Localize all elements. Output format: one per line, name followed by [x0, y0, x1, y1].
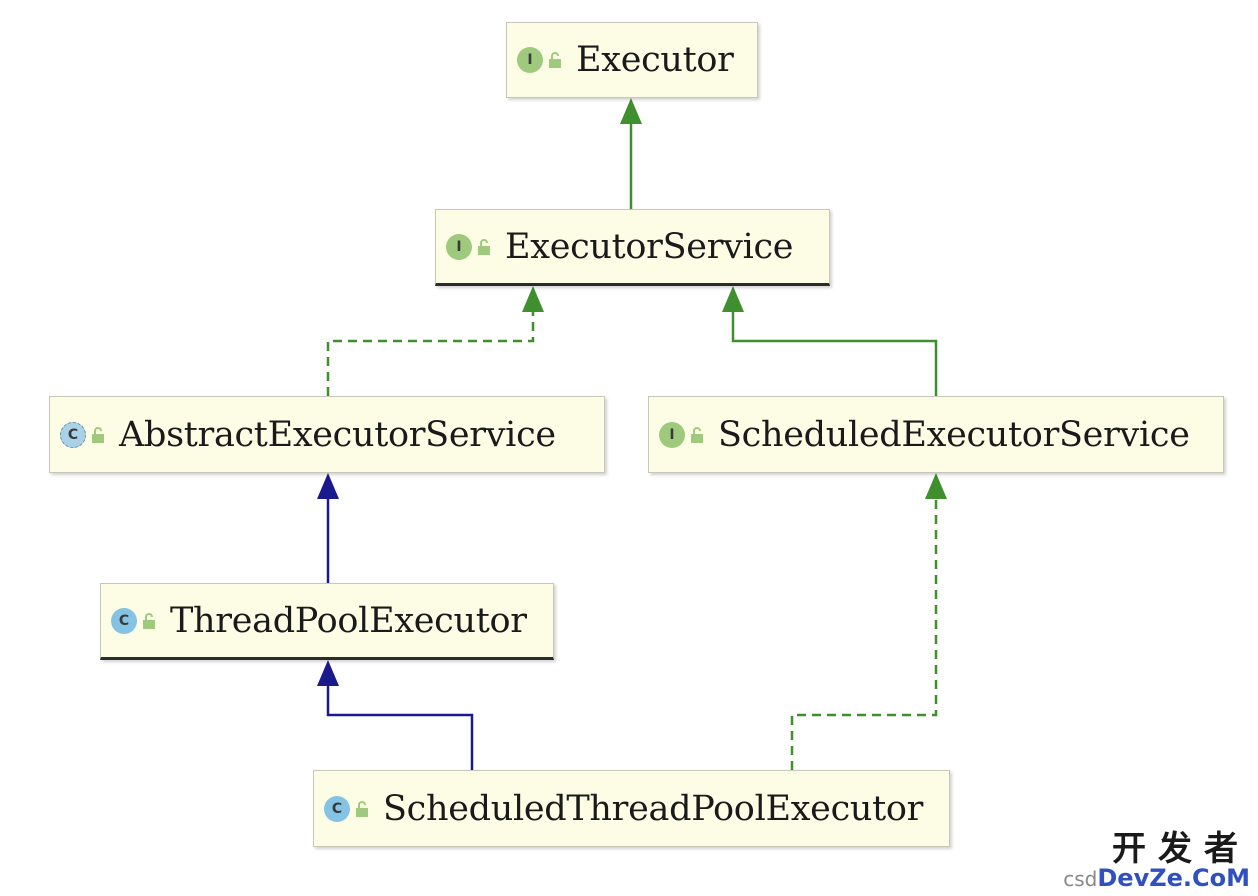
- node-executor-service[interactable]: I ExecutorService: [435, 209, 830, 286]
- node-label: ScheduledThreadPoolExecutor: [383, 788, 924, 829]
- node-scheduled-executor-service[interactable]: I ScheduledExecutorService: [648, 396, 1224, 473]
- arrowhead-executor: [620, 98, 642, 124]
- node-label: Executor: [576, 40, 734, 80]
- node-label: ScheduledExecutorService: [718, 414, 1190, 455]
- arrowhead-executor-service-left: [522, 286, 544, 312]
- interface-icon: I: [517, 47, 543, 73]
- watermark-top-text: 开发者: [1112, 829, 1250, 869]
- public-lock-icon: [143, 612, 155, 629]
- public-lock-icon: [478, 238, 490, 255]
- watermark-prefix-text: csd: [1063, 867, 1098, 891]
- class-icon: C: [111, 607, 137, 634]
- interface-icon: I: [659, 421, 685, 448]
- public-lock-icon: [691, 426, 703, 443]
- arrowhead-executor-service-right: [722, 286, 744, 312]
- edge-abstract-to-executor-service: [326, 286, 544, 396]
- node-thread-pool-executor[interactable]: C ThreadPoolExecutor: [100, 583, 554, 660]
- node-executor[interactable]: I Executor: [506, 22, 758, 98]
- watermark: 开发者 csdDevZe.CoM: [1063, 832, 1250, 890]
- edge-scheduled-pool-to-thread-pool: [317, 660, 474, 770]
- node-scheduled-thread-pool-executor[interactable]: C ScheduledThreadPoolExecutor: [313, 770, 950, 847]
- arrowhead-scheduled-executor-service: [925, 473, 947, 499]
- edge-thread-pool-to-abstract: [317, 473, 339, 583]
- edge-executor-service-to-executor: [620, 98, 642, 209]
- interface-icon: I: [446, 233, 472, 260]
- arrowhead-thread-pool-executor: [317, 660, 339, 686]
- edge-scheduled-service-to-executor-service: [722, 286, 938, 396]
- watermark-bottom-text: DevZe.CoM: [1097, 864, 1250, 892]
- edge-scheduled-pool-to-scheduled-service: [790, 473, 947, 770]
- abstract-class-icon: C: [60, 421, 86, 448]
- arrowhead-abstract-executor-service: [317, 473, 339, 499]
- node-label: AbstractExecutorService: [119, 414, 556, 455]
- node-label: ExecutorService: [505, 226, 794, 267]
- node-abstract-executor-service[interactable]: C AbstractExecutorService: [49, 396, 605, 473]
- public-lock-icon: [356, 800, 368, 817]
- public-lock-icon: [549, 52, 561, 68]
- node-label: ThreadPoolExecutor: [170, 600, 527, 641]
- public-lock-icon: [92, 426, 104, 443]
- class-icon: C: [324, 795, 350, 822]
